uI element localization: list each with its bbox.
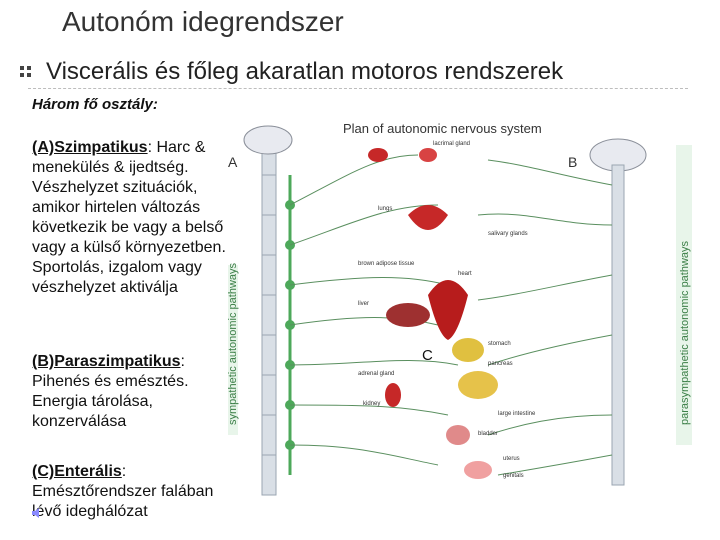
- liver-organ: [386, 303, 430, 327]
- kidney-organ: [385, 383, 401, 407]
- svg-text:lacrimal gland: lacrimal gland: [433, 141, 470, 147]
- svg-text:bladder: bladder: [478, 431, 498, 437]
- intestine-organ: [458, 371, 498, 399]
- lacrimal-organ: [419, 148, 437, 162]
- section-c-label: (C)Enterális: [32, 463, 122, 480]
- autonomic-diagram: A B C sympathetic autonomic pathways par…: [228, 125, 692, 496]
- sympathetic-label-bg: [228, 265, 238, 435]
- slide-title: Autonóm idegrendszer: [62, 6, 344, 37]
- svg-text:kidney: kidney: [363, 401, 380, 407]
- main-bullet: Viscerális és főleg akaratlan motoros re…: [20, 58, 563, 86]
- sympathetic-label: sympathetic autonomic pathways: [228, 262, 239, 425]
- section-sympathetic: (A)Szimpatikus: Harc & menekülés & ijedt…: [32, 138, 232, 298]
- eye-organ: [368, 148, 388, 162]
- spinal-column-right: [611, 164, 625, 486]
- figure-title: Plan of autonomic nervous system: [343, 121, 542, 136]
- divider: [28, 88, 688, 89]
- heart-organ: [428, 280, 468, 340]
- organ-captions: lacrimal gland salivary glands heart lun…: [358, 141, 536, 479]
- marker-a: A: [228, 154, 238, 170]
- parasympathetic-label-bg: [676, 145, 692, 445]
- marker-c: C: [422, 347, 433, 364]
- section-parasympathetic: (B)Paraszimpatikus: Pihenés és emésztés.…: [32, 352, 232, 432]
- bullet-text: Viscerális és főleg akaratlan motoros re…: [46, 58, 564, 85]
- section-c-desc: : Emésztőrendszer falában lévő ideghálóz…: [32, 463, 214, 520]
- svg-text:stomach: stomach: [488, 341, 511, 347]
- bullet-icon: [20, 66, 32, 78]
- vertebrae: [262, 174, 276, 456]
- svg-text:uterus: uterus: [503, 456, 520, 462]
- bladder-organ: [446, 425, 470, 445]
- svg-text:pancreas: pancreas: [488, 361, 513, 367]
- section-b-desc: : Pihenés és emésztés. Energia tárolása,…: [32, 353, 189, 430]
- svg-text:brown adipose tissue: brown adipose tissue: [358, 261, 415, 267]
- subhead: Három fő osztály:: [32, 96, 158, 113]
- svg-text:liver: liver: [358, 301, 369, 307]
- section-a-desc: : Harc & menekülés & ijedtség. Vészhelyz…: [32, 139, 226, 296]
- speaker-icon[interactable]: [30, 506, 44, 523]
- spinal-column: [261, 144, 277, 496]
- svg-text:heart: heart: [458, 271, 472, 277]
- marker-b: B: [568, 154, 577, 170]
- section-a-label: (A)Szimpatikus: [32, 139, 148, 156]
- section-enteric: (C)Enterális: Emésztőrendszer falában lé…: [32, 462, 232, 522]
- svg-text:salivary glands: salivary glands: [488, 231, 528, 237]
- organs: [368, 148, 498, 479]
- svg-text:large intestine: large intestine: [498, 411, 536, 417]
- parasympathetic-label: parasympathetic autonomic pathways: [679, 240, 691, 425]
- lungs-organ: [408, 205, 448, 230]
- brain-left: [243, 125, 293, 155]
- nerve-fibers: [289, 154, 613, 476]
- svg-text:lungs: lungs: [378, 206, 392, 212]
- svg-text:adrenal gland: adrenal gland: [358, 371, 394, 377]
- section-b-label: (B)Paraszimpatikus: [32, 353, 181, 370]
- stomach-organ: [452, 338, 484, 362]
- genital-organ: [464, 461, 492, 479]
- svg-text:genitals: genitals: [503, 473, 524, 479]
